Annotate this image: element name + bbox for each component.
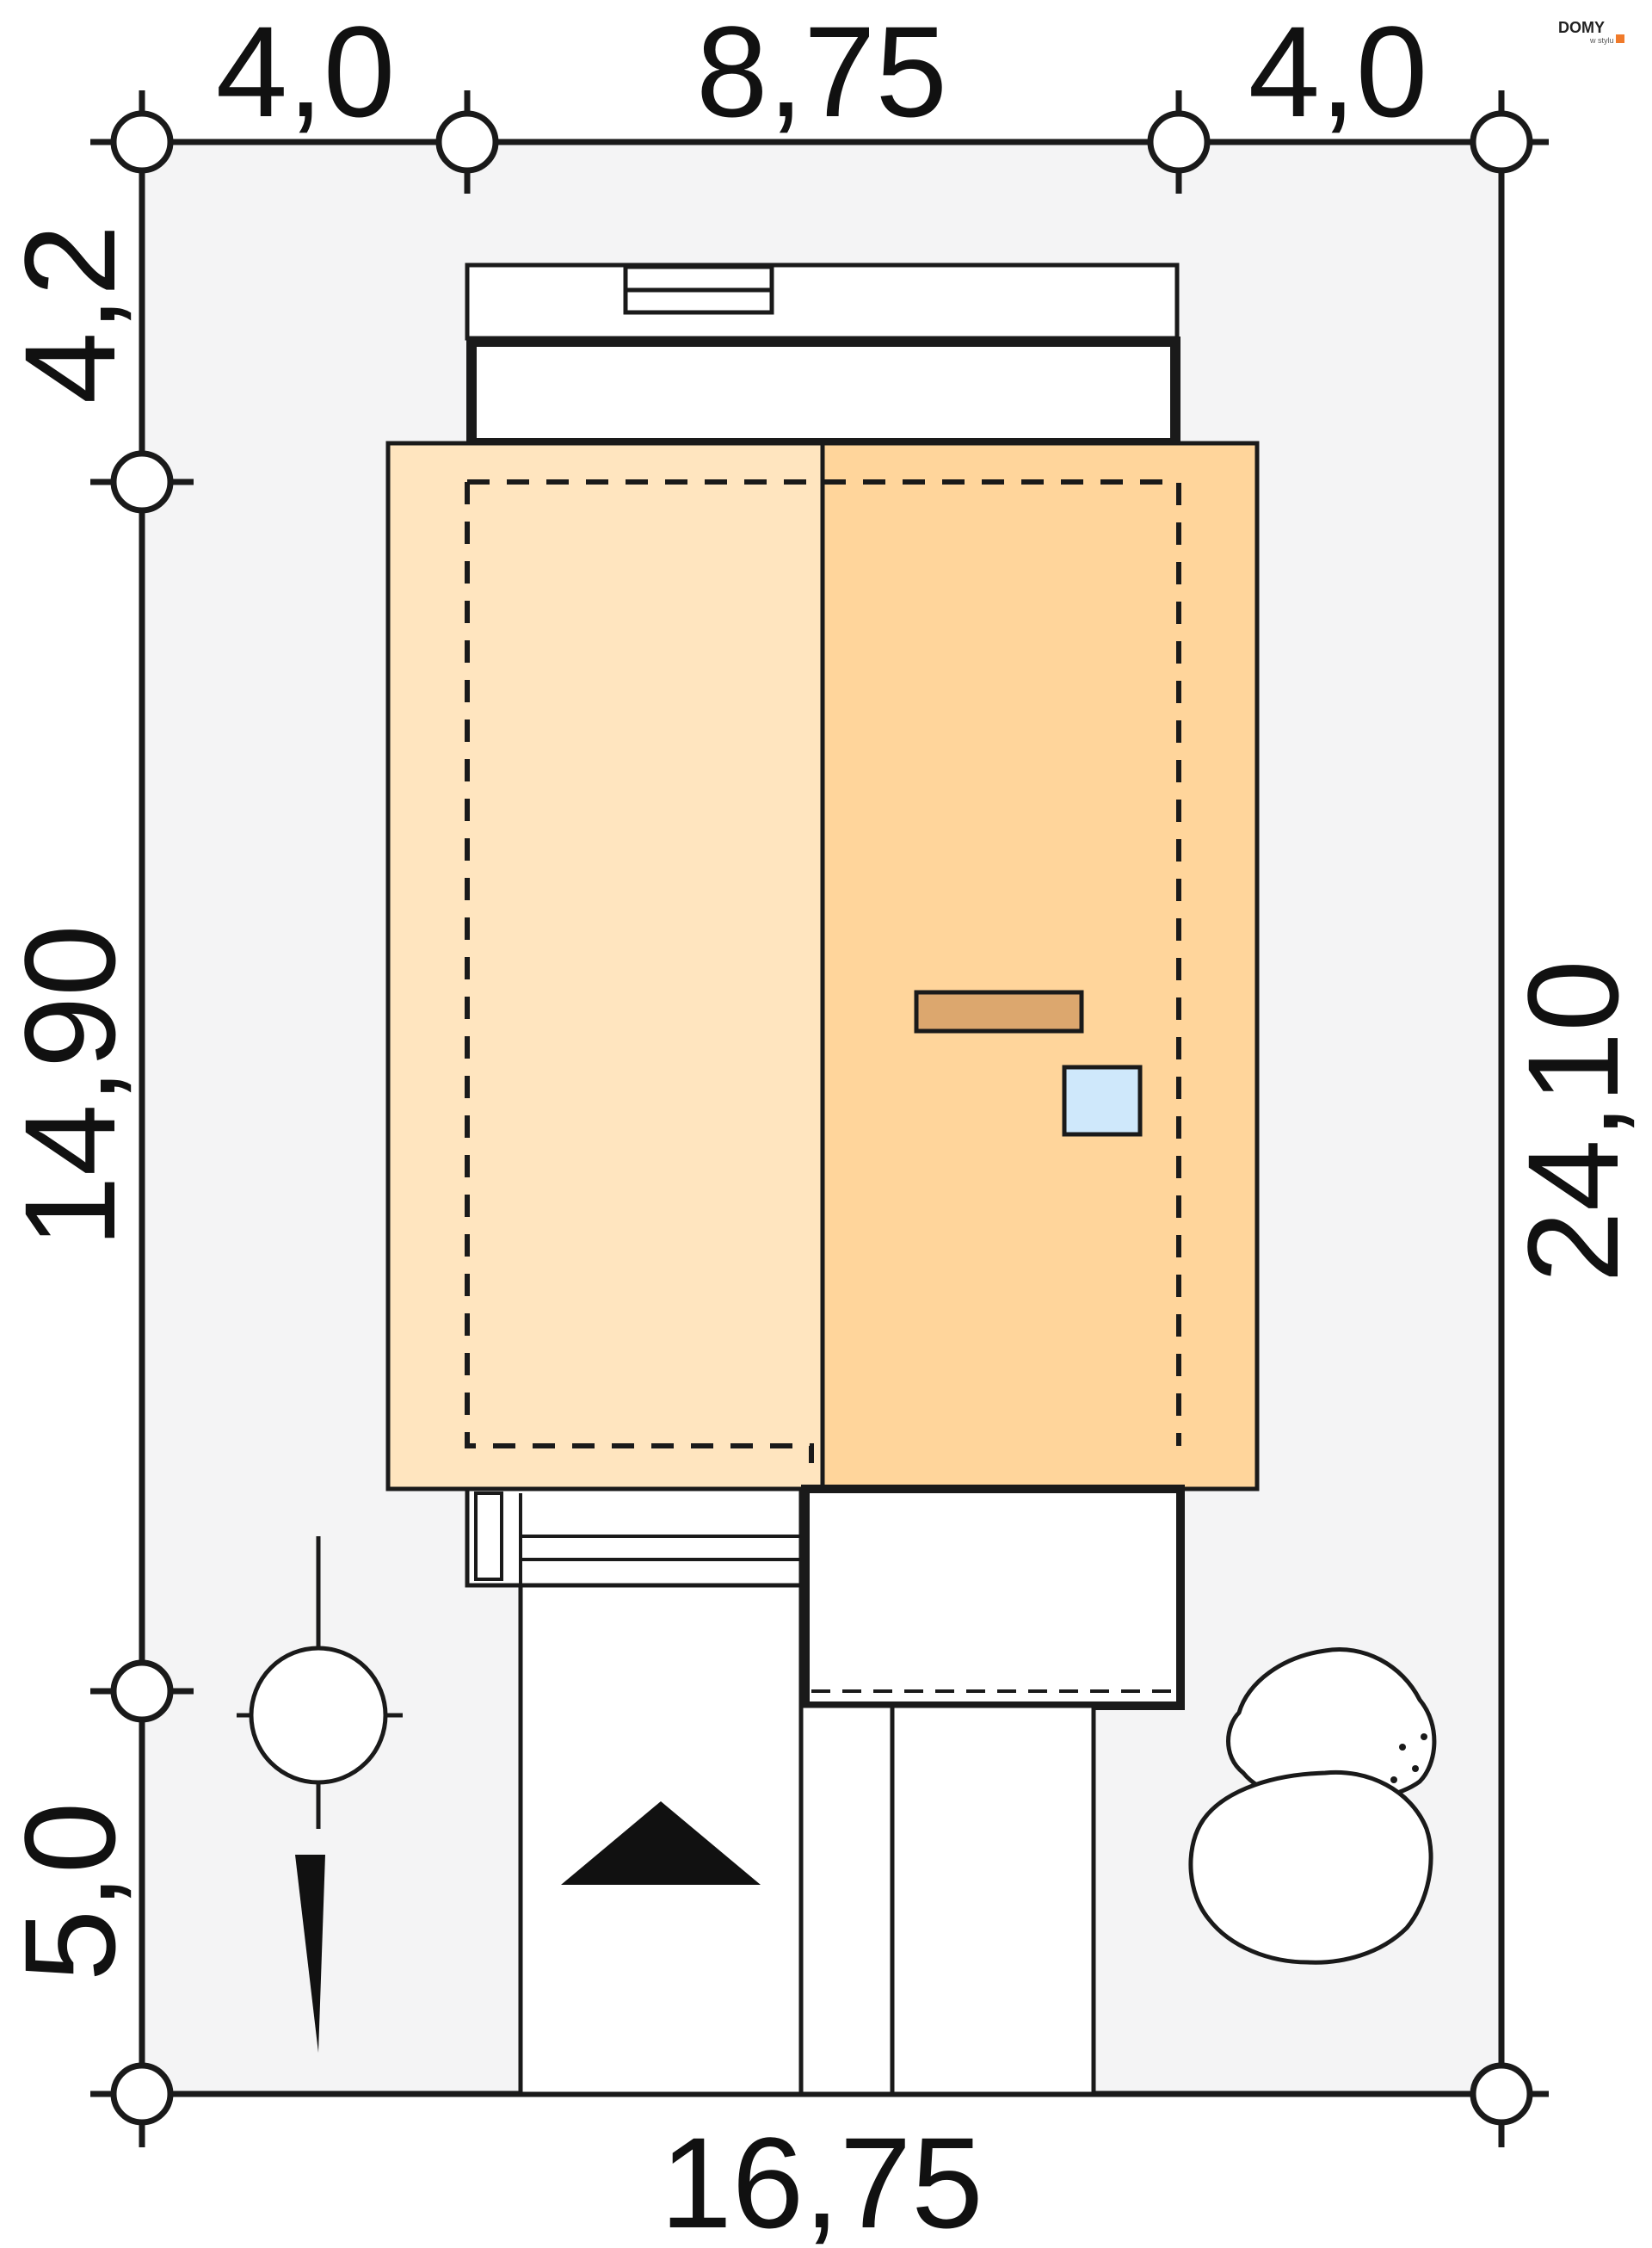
marker-corner-top-left [110, 110, 174, 174]
marker-left-1 [110, 450, 174, 514]
north-arrow-icon [237, 1536, 403, 1829]
dim-left-top: 4,2 [0, 225, 142, 405]
chimney [914, 990, 1084, 1034]
driveway [798, 1703, 1096, 2097]
logo-accent [1616, 34, 1624, 43]
logo-subtext: w stylu [1589, 36, 1614, 45]
garage-annex [801, 1485, 1185, 1710]
tree-icon [1188, 1647, 1437, 1965]
entrance-arrow-icon [561, 1801, 761, 1885]
dim-right-total: 24,10 [1501, 960, 1645, 1282]
dimension-markers [110, 110, 1533, 2126]
marker-corner-bottom-left [110, 2062, 174, 2126]
dim-left-bottom: 5,0 [0, 1802, 142, 1982]
marker-left-2 [110, 1659, 174, 1723]
marker-top-2 [1147, 110, 1211, 174]
dim-left-middle: 14,90 [0, 924, 142, 1247]
dim-top-right: 4,0 [1248, 0, 1428, 144]
wall-outline-dashed [465, 479, 1181, 1463]
marker-top-1 [435, 110, 499, 174]
logo-text: DOMY [1558, 19, 1605, 36]
house-north-wall [466, 337, 1180, 448]
brand-logo: DOMY w stylu [1558, 19, 1624, 45]
roof-left-slope [385, 441, 825, 1491]
dim-top-middle: 8,75 [696, 0, 947, 144]
roof-right-slope [820, 441, 1260, 1491]
dim-bottom-total: 16,75 [660, 2110, 983, 2248]
north-terrace [465, 262, 1180, 341]
skylight [1062, 1065, 1143, 1137]
stairs-railing [474, 1491, 503, 1581]
marker-corner-bottom-right [1470, 2062, 1533, 2126]
dim-top-left: 4,0 [216, 0, 396, 144]
north-needle-icon [295, 1855, 325, 2053]
marker-corner-top-right [1470, 110, 1533, 174]
